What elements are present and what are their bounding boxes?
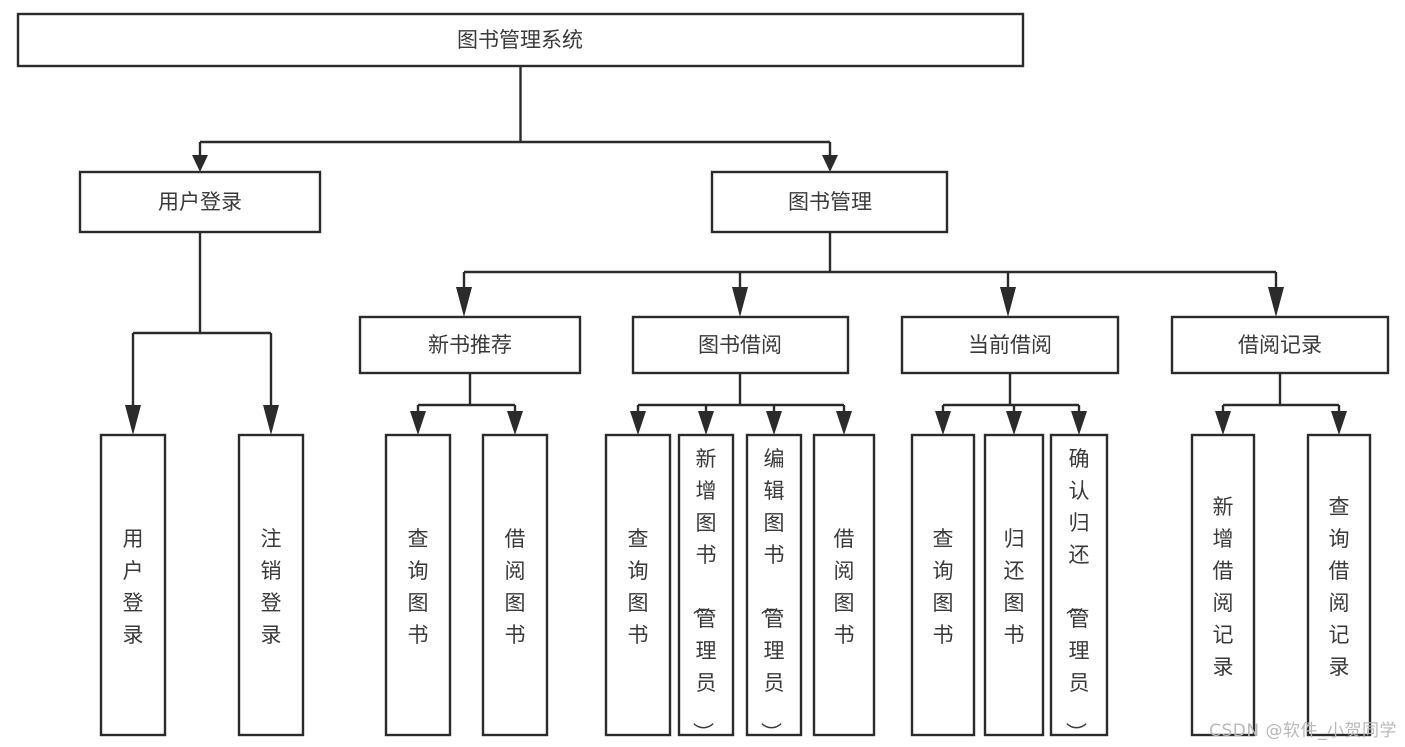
node-leaf-query-book-2-box[interactable]	[604, 433, 672, 737]
connector-group-book-borrow	[630, 373, 852, 435]
arrow-head-leaf-borrow-book-2	[836, 411, 852, 435]
node-root-label: 图书管理系统	[457, 28, 583, 52]
node-leaf-borrow-book-1[interactable]: 借阅图书	[481, 433, 549, 737]
node-leaf-logout[interactable]: 注销登录	[237, 433, 305, 737]
connector-group-borrow-record	[1215, 373, 1347, 435]
node-leaf-add-record[interactable]: 新增借阅记录	[1190, 433, 1256, 737]
node-leaf-query-book-3-label: 查询图书	[933, 527, 954, 647]
node-leaf-user-login-box[interactable]	[99, 433, 167, 737]
node-leaf-query-record-box[interactable]	[1306, 433, 1372, 737]
node-leaf-logout-label: 注销登录	[261, 527, 282, 647]
node-book-borrow[interactable]: 图书借阅	[631, 315, 850, 375]
node-leaf-query-record-label: 查询借阅记录	[1329, 495, 1350, 679]
node-leaf-return-book[interactable]: 归还图书	[983, 433, 1045, 737]
arrow-head-user-login	[192, 155, 208, 172]
arrow-head-leaf-query-record	[1331, 411, 1347, 435]
node-leaf-borrow-book-2-box[interactable]	[812, 433, 876, 737]
arrow-head-leaf-query-book-2	[630, 411, 646, 435]
node-book-borrow-box[interactable]	[631, 315, 850, 375]
node-user-login-label: 用户登录	[158, 190, 242, 214]
node-leaf-user-login[interactable]: 用户登录	[99, 433, 167, 737]
node-leaf-confirm-return[interactable]: 确认归还（管理员）	[1049, 433, 1109, 743]
node-new-book-recommend-label: 新书推荐	[428, 333, 512, 357]
node-leaf-return-book-label: 归还图书	[1004, 527, 1025, 647]
node-leaf-add-record-label: 新增借阅记录	[1213, 495, 1234, 679]
node-book-management[interactable]: 图书管理	[710, 170, 949, 234]
node-leaf-borrow-book-2[interactable]: 借阅图书	[812, 433, 876, 737]
arrow-head-book-borrow	[732, 287, 748, 317]
node-current-borrow[interactable]: 当前借阅	[900, 315, 1120, 375]
arrow-head-leaf-edit-book	[766, 411, 782, 435]
node-leaf-edit-book-label: 编辑图书（管理员）	[759, 447, 785, 743]
node-borrow-record[interactable]: 借阅记录	[1170, 315, 1390, 375]
node-leaf-query-book-1[interactable]: 查询图书	[384, 433, 452, 737]
arrow-head-current-borrow	[1000, 287, 1016, 317]
node-new-book-recommend[interactable]: 新书推荐	[358, 315, 582, 375]
arrow-head-new-book-recommend	[456, 287, 472, 317]
connector-group-current-borrow	[935, 373, 1087, 435]
arrow-head-book-management	[822, 155, 838, 172]
node-leaf-query-book-3[interactable]: 查询图书	[910, 433, 976, 737]
node-borrow-record-label: 借阅记录	[1238, 333, 1322, 357]
arrow-head-leaf-confirm-return	[1071, 411, 1087, 435]
leaf-node-layer: 用户登录 注销登录 查询图书 借阅图书 查询图书 新增图书（管理员） 编辑图书（管理员） 借阅…	[99, 433, 1372, 743]
node-leaf-query-record[interactable]: 查询借阅记录	[1306, 433, 1372, 737]
arrow-head-leaf-user-login	[125, 405, 141, 435]
node-leaf-query-book-2[interactable]: 查询图书	[604, 433, 672, 737]
node-book-borrow-label: 图书借阅	[698, 333, 782, 357]
node-leaf-add-record-box[interactable]	[1190, 433, 1256, 737]
node-leaf-logout-box[interactable]	[237, 433, 305, 737]
node-leaf-borrow-book-1-label: 借阅图书	[505, 527, 526, 647]
node-leaf-query-book-1-label: 查询图书	[408, 527, 429, 647]
node-root[interactable]: 图书管理系统	[16, 12, 1025, 68]
node-leaf-add-book-box[interactable]	[677, 433, 735, 737]
connector-group-root	[192, 66, 838, 172]
node-leaf-query-book-2-label: 查询图书	[628, 527, 649, 647]
connector-group-user-login	[125, 232, 279, 435]
node-leaf-query-book-1-box[interactable]	[384, 433, 452, 737]
node-leaf-add-book-label: 新增图书（管理员）	[691, 447, 717, 743]
node-root-box[interactable]	[16, 12, 1025, 68]
node-current-borrow-label: 当前借阅	[968, 333, 1052, 357]
arrow-head-leaf-add-record	[1215, 411, 1231, 435]
node-leaf-confirm-return-label: 确认归还（管理员）	[1064, 447, 1090, 743]
node-leaf-confirm-return-box[interactable]	[1049, 433, 1109, 737]
node-leaf-edit-book[interactable]: 编辑图书（管理员）	[745, 433, 803, 743]
node-leaf-borrow-book-2-label: 借阅图书	[834, 527, 855, 647]
arrow-head-leaf-borrow-book-1	[507, 411, 523, 435]
arrow-head-leaf-logout	[263, 405, 279, 435]
node-leaf-query-book-3-box[interactable]	[910, 433, 976, 737]
node-leaf-add-book[interactable]: 新增图书（管理员）	[677, 433, 735, 743]
arrow-head-leaf-query-book-1	[410, 411, 426, 435]
node-user-login-box[interactable]	[78, 170, 322, 234]
node-book-management-label: 图书管理	[788, 190, 872, 214]
node-leaf-borrow-book-1-box[interactable]	[481, 433, 549, 737]
node-current-borrow-box[interactable]	[900, 315, 1120, 375]
node-new-book-recommend-box[interactable]	[358, 315, 582, 375]
node-leaf-user-login-label: 用户登录	[123, 527, 144, 647]
node-borrow-record-box[interactable]	[1170, 315, 1390, 375]
connector-group-new-book-recommend	[410, 373, 523, 435]
connector-group-book-management	[456, 232, 1284, 317]
node-leaf-return-book-box[interactable]	[983, 433, 1045, 737]
node-user-login[interactable]: 用户登录	[78, 170, 322, 234]
arrow-head-leaf-query-book-3	[935, 411, 951, 435]
node-leaf-edit-book-box[interactable]	[745, 433, 803, 737]
arrow-head-leaf-return-book	[1006, 411, 1022, 435]
arrow-head-borrow-record	[1268, 287, 1284, 317]
node-book-management-box[interactable]	[710, 170, 949, 234]
arrow-head-leaf-add-book	[698, 411, 714, 435]
